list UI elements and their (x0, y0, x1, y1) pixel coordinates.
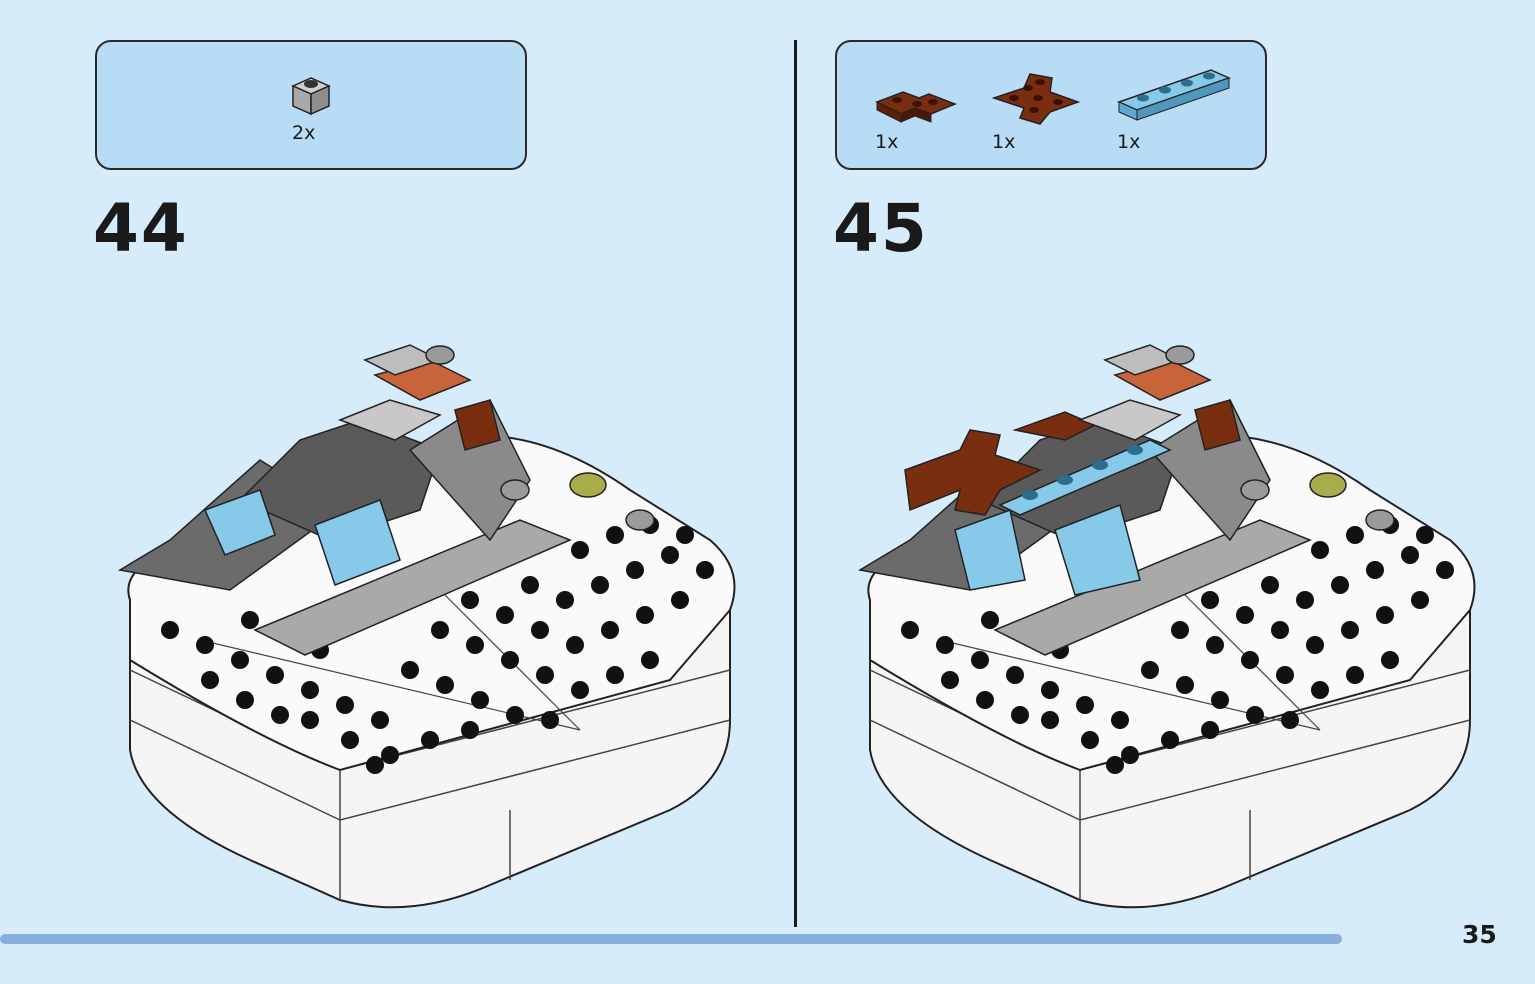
step-number: 44 (93, 190, 189, 267)
part-quantity: 2x (292, 122, 316, 144)
page-number: 35 (1462, 920, 1497, 949)
brown-corner-plate-icon (875, 91, 958, 123)
parts-callout-step-44: 2x (95, 40, 527, 170)
light-gray-1x1-brick-icon (291, 77, 331, 116)
step-number: 45 (833, 190, 929, 267)
instructions-progress-bar (0, 934, 1435, 944)
part-quantity: 1x (1117, 131, 1141, 153)
parts-callout-step-45: 1x 1x 1x (835, 40, 1267, 170)
brown-cross-plate-icon (991, 73, 1081, 125)
model-illustration-step-45 (857, 344, 1476, 909)
light-blue-1x4-plate-icon (1116, 69, 1232, 121)
step-divider (794, 40, 797, 927)
part-quantity: 1x (992, 131, 1016, 153)
progress-fill (0, 934, 1342, 944)
model-illustration-step-44 (117, 344, 736, 909)
part-quantity: 1x (875, 131, 899, 153)
